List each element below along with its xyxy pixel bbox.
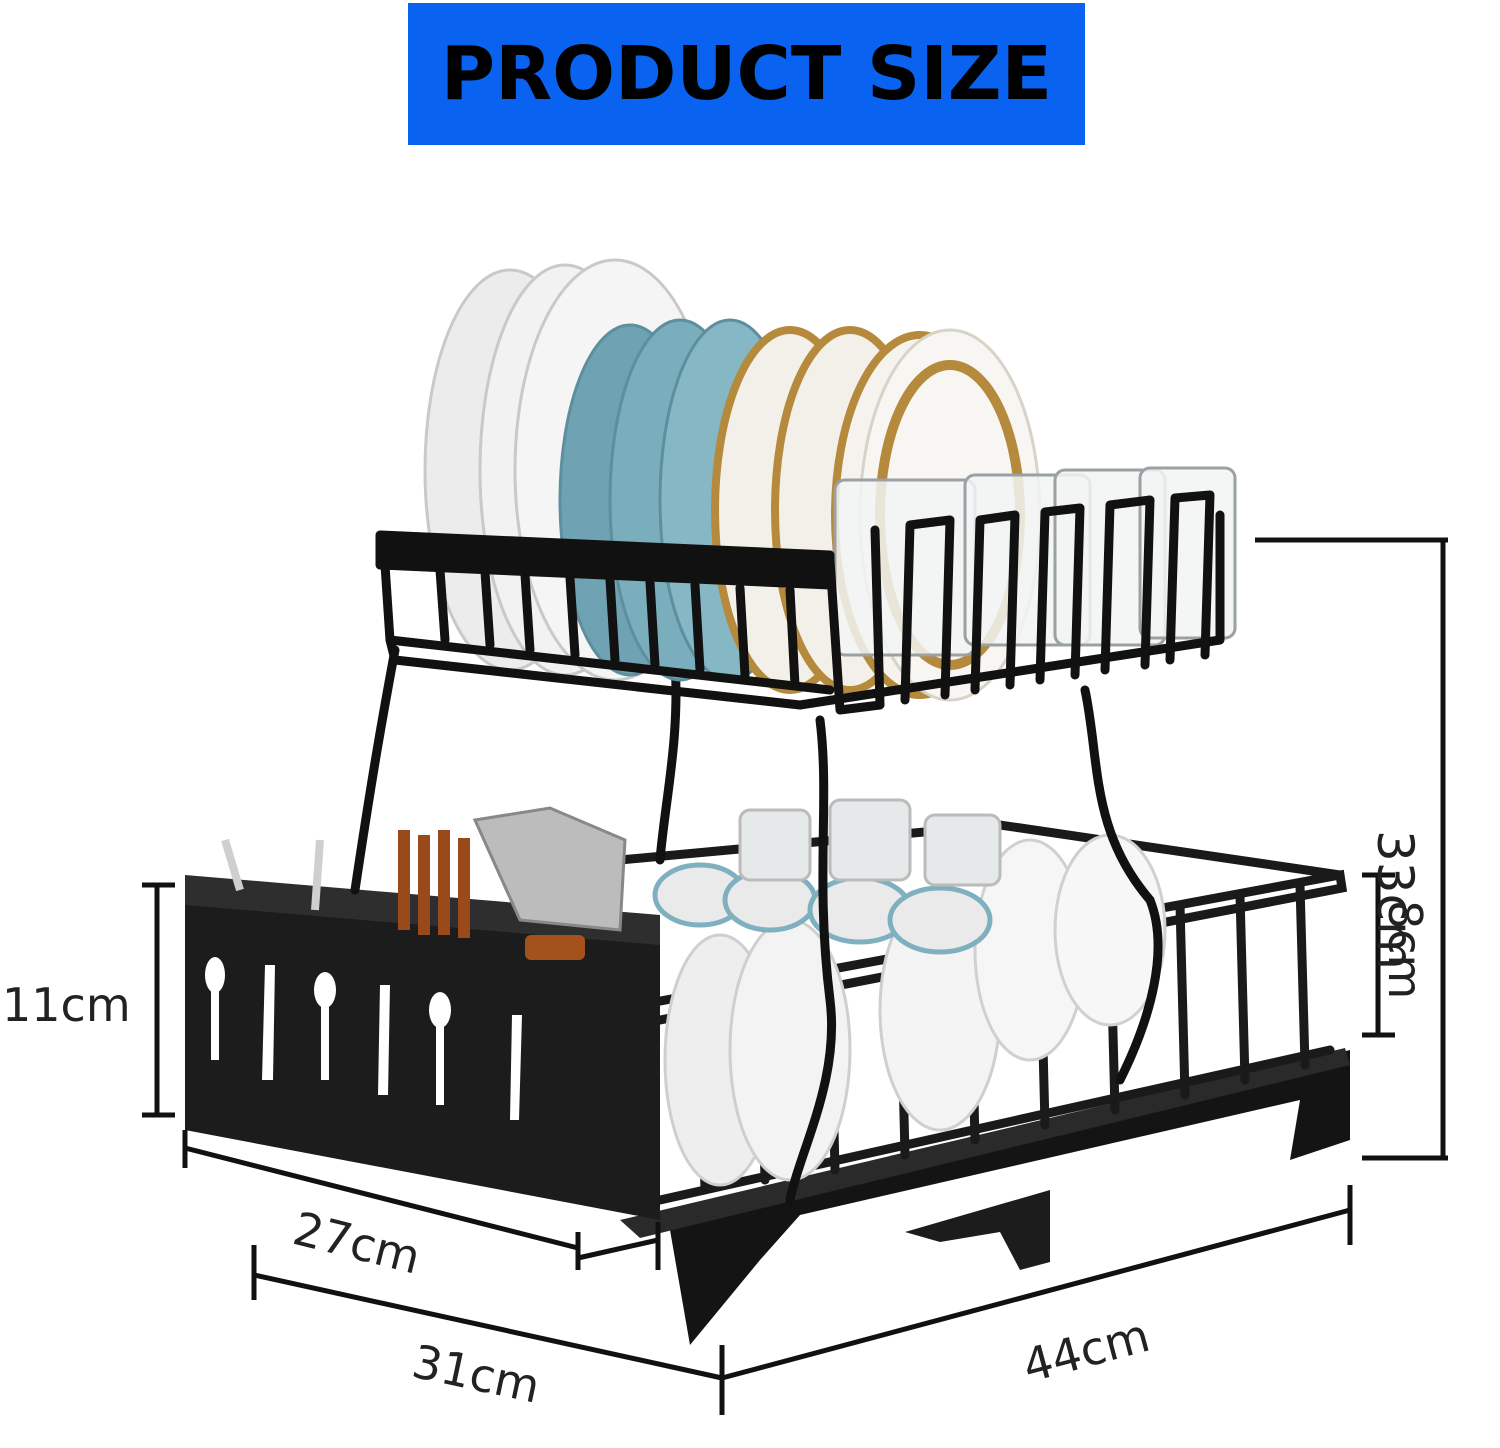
dimension-lower-rack-height: 8cm xyxy=(1378,900,1432,1000)
lower-plates xyxy=(652,798,1167,1187)
dimension-lines xyxy=(142,537,1448,1415)
banner-background xyxy=(408,3,1085,145)
title-banner-overlay: PRODUCT SIZE xyxy=(408,3,1085,145)
drip-tray xyxy=(620,1048,1350,1345)
title-text-overlay: PRODUCT SIZE xyxy=(440,31,1053,117)
support-frame xyxy=(350,645,1163,1205)
cutlery-basket xyxy=(185,806,660,1220)
upper-rack xyxy=(375,490,1225,715)
dimension-basket-height: 11cm xyxy=(2,978,131,1032)
